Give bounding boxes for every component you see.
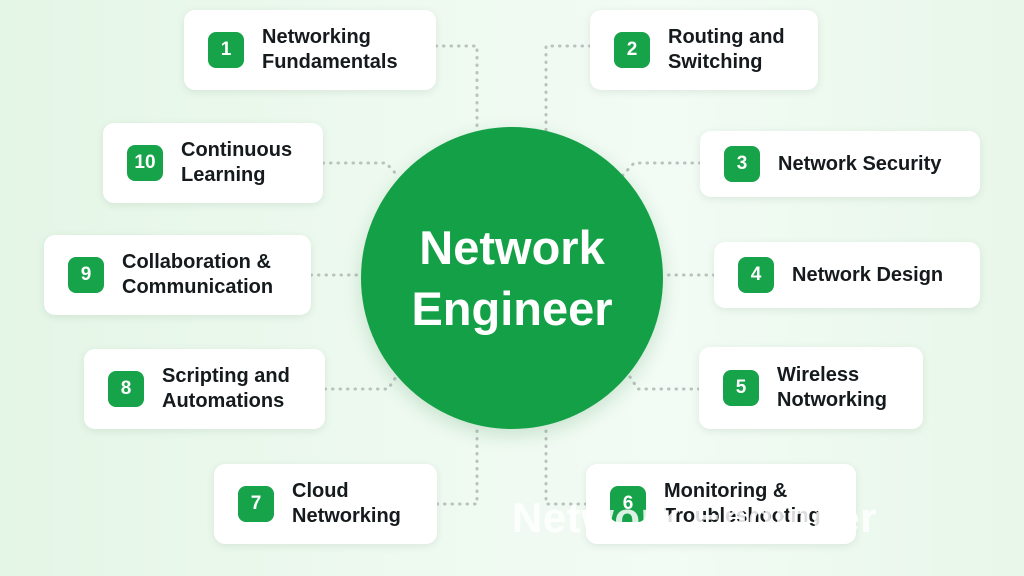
skill-number-badge: 7 (238, 486, 274, 522)
skill-label: Continuous Learning (181, 139, 293, 186)
skill-label: Network Design (792, 263, 944, 286)
skill-number-badge: 1 (208, 32, 244, 68)
skill-number-badge: 8 (108, 371, 144, 407)
skill-label: Wireless Notworking (777, 364, 887, 411)
skill-card-1: 1 Networking Fundamentals (184, 10, 436, 90)
skill-card-8: 8 Scripting and Automations (84, 349, 325, 429)
skill-card-6: 6 Monitoring & Troubleshooting (586, 464, 856, 544)
connector-7 (435, 424, 479, 506)
skill-number-badge: 9 (68, 257, 104, 293)
skill-number-badge: 3 (724, 146, 760, 182)
skill-card-7: 7 Cloud Networking (214, 464, 437, 544)
skill-number-badge: 5 (723, 370, 759, 406)
skill-label: Routing and Switching (668, 26, 785, 73)
skill-number-badge: 2 (614, 32, 650, 68)
skill-card-10: 10 Continuous Learning (103, 123, 323, 203)
skill-label: Scripting and Automations (162, 365, 290, 412)
connector-1 (434, 44, 479, 132)
connector-3 (620, 161, 702, 178)
skill-card-4: 4 Network Design (714, 242, 980, 308)
skill-number-badge: 4 (738, 257, 774, 293)
central-hub: Network Engineer (361, 127, 663, 429)
hub-title: Network Engineer (411, 221, 613, 335)
skill-label: Networking Fundamentals (262, 26, 398, 73)
watermark-text: Network Engineer (512, 494, 878, 541)
skill-card-3: 3 Network Security (700, 131, 980, 197)
connector-8 (323, 372, 400, 391)
skill-number-badge: 10 (127, 145, 163, 181)
skill-label: Collaboration & Communication (122, 251, 274, 298)
skill-label: Cloud Networking (292, 480, 401, 527)
skill-label: Network Security (778, 152, 942, 175)
skill-card-2: 2 Routing and Switching (590, 10, 818, 90)
skill-label: Monitoring & Troubleshooting (664, 480, 821, 527)
connector-2 (544, 44, 592, 132)
connector-10 (321, 161, 400, 178)
connector-6 (544, 424, 588, 506)
skill-number-badge: 6 (610, 486, 646, 522)
skill-card-5: 5 Wireless Notworking (699, 347, 923, 429)
skill-card-9: 9 Collaboration & Communication (44, 235, 311, 315)
connector-5 (626, 372, 701, 391)
